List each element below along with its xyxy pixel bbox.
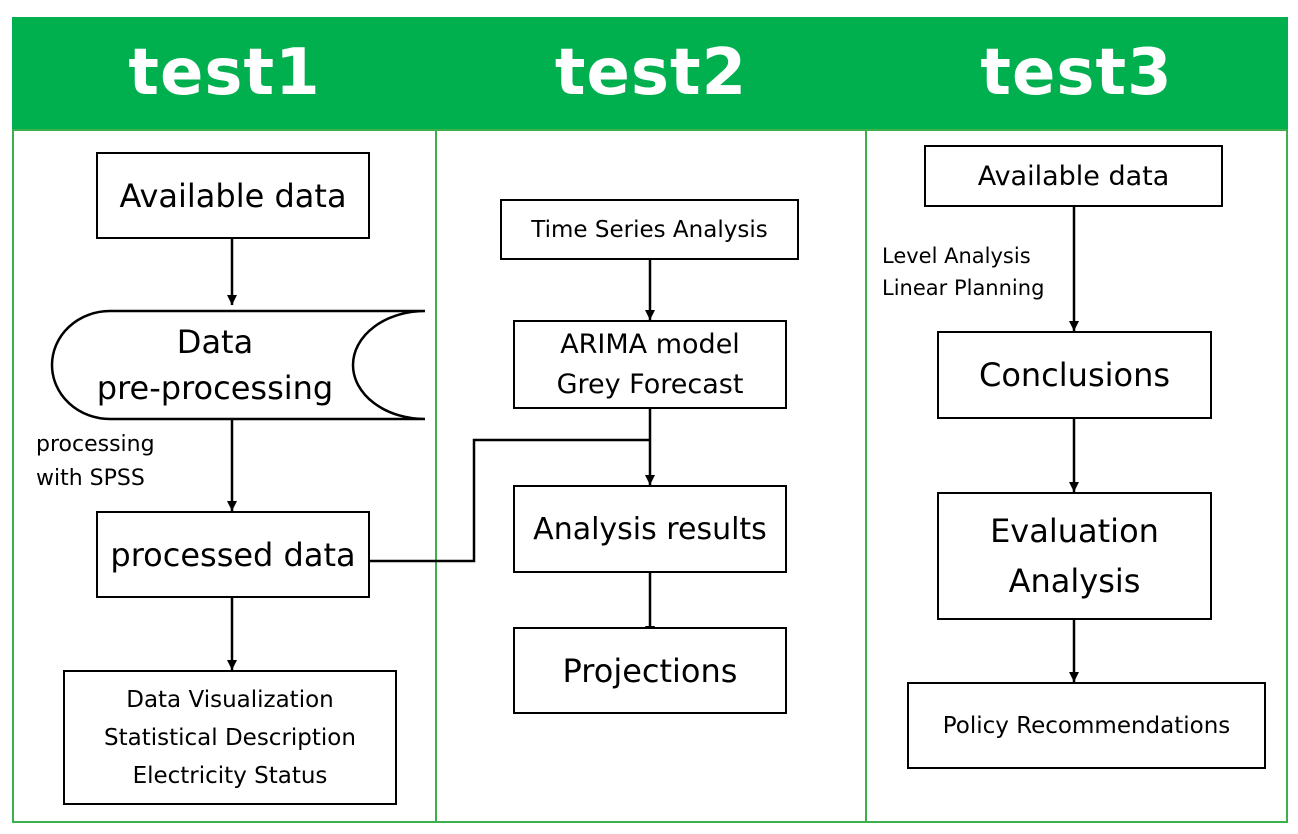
node-label-line-1: ARIMA model xyxy=(560,328,740,360)
note-line-2: with SPSS xyxy=(36,466,145,491)
node-evaluation-analysis: Evaluation Analysis xyxy=(937,492,1212,620)
node-visualization-outputs: Data Visualization Statistical Descripti… xyxy=(63,670,397,805)
node-time-series-analysis: Time Series Analysis xyxy=(500,199,799,260)
lane-test3 xyxy=(865,129,1288,823)
node-label-line-2: pre-processing xyxy=(96,369,334,407)
node-analysis-results: Analysis results xyxy=(513,485,787,573)
node-models: ARIMA model Grey Forecast xyxy=(513,320,787,409)
node-label-line-2: Analysis xyxy=(1008,562,1141,600)
header-band xyxy=(12,17,1288,129)
node-label: Analysis results xyxy=(533,511,767,547)
node-label-line-2: Statistical Description xyxy=(104,724,356,751)
node-label: Available data xyxy=(119,176,347,215)
note-line-1: Level Analysis xyxy=(882,244,1031,268)
node-label: Conclusions xyxy=(978,356,1171,394)
node-label: Policy Recommendations xyxy=(942,712,1231,739)
node-policy-recommendations: Policy Recommendations xyxy=(907,682,1266,769)
node-label-line-3: Electricity Status xyxy=(132,762,328,789)
node-label: Projections xyxy=(562,651,738,690)
node-label-line-1: Data xyxy=(176,323,254,361)
node-available-data-test3: Available data xyxy=(924,145,1223,207)
link-processed-to-results xyxy=(370,438,650,563)
column-title-test3: test3 xyxy=(980,36,1173,110)
node-processed-data: processed data xyxy=(96,511,370,598)
preprocess-storage-shape xyxy=(50,309,426,421)
node-available-data-test1: Available data xyxy=(96,152,370,239)
node-preprocessing: Data pre-processing xyxy=(60,311,370,419)
node-label: Available data xyxy=(977,160,1170,192)
node-label-line-1: Evaluation xyxy=(990,512,1159,550)
node-label: Time Series Analysis xyxy=(531,216,768,243)
node-label-line-2: Grey Forecast xyxy=(556,368,744,400)
node-projections: Projections xyxy=(513,627,787,714)
column-title-test1: test1 xyxy=(128,36,321,110)
node-label: processed data xyxy=(110,535,356,574)
column-title-test2: test2 xyxy=(554,36,748,110)
node-conclusions: Conclusions xyxy=(937,331,1212,419)
node-label-line-1: Data Visualization xyxy=(126,686,334,713)
note-spss: processing with SPSS xyxy=(36,428,155,496)
note-line-2: Linear Planning xyxy=(882,276,1045,300)
note-line-1: processing xyxy=(36,432,155,457)
note-methods: Level Analysis Linear Planning xyxy=(882,240,1044,304)
